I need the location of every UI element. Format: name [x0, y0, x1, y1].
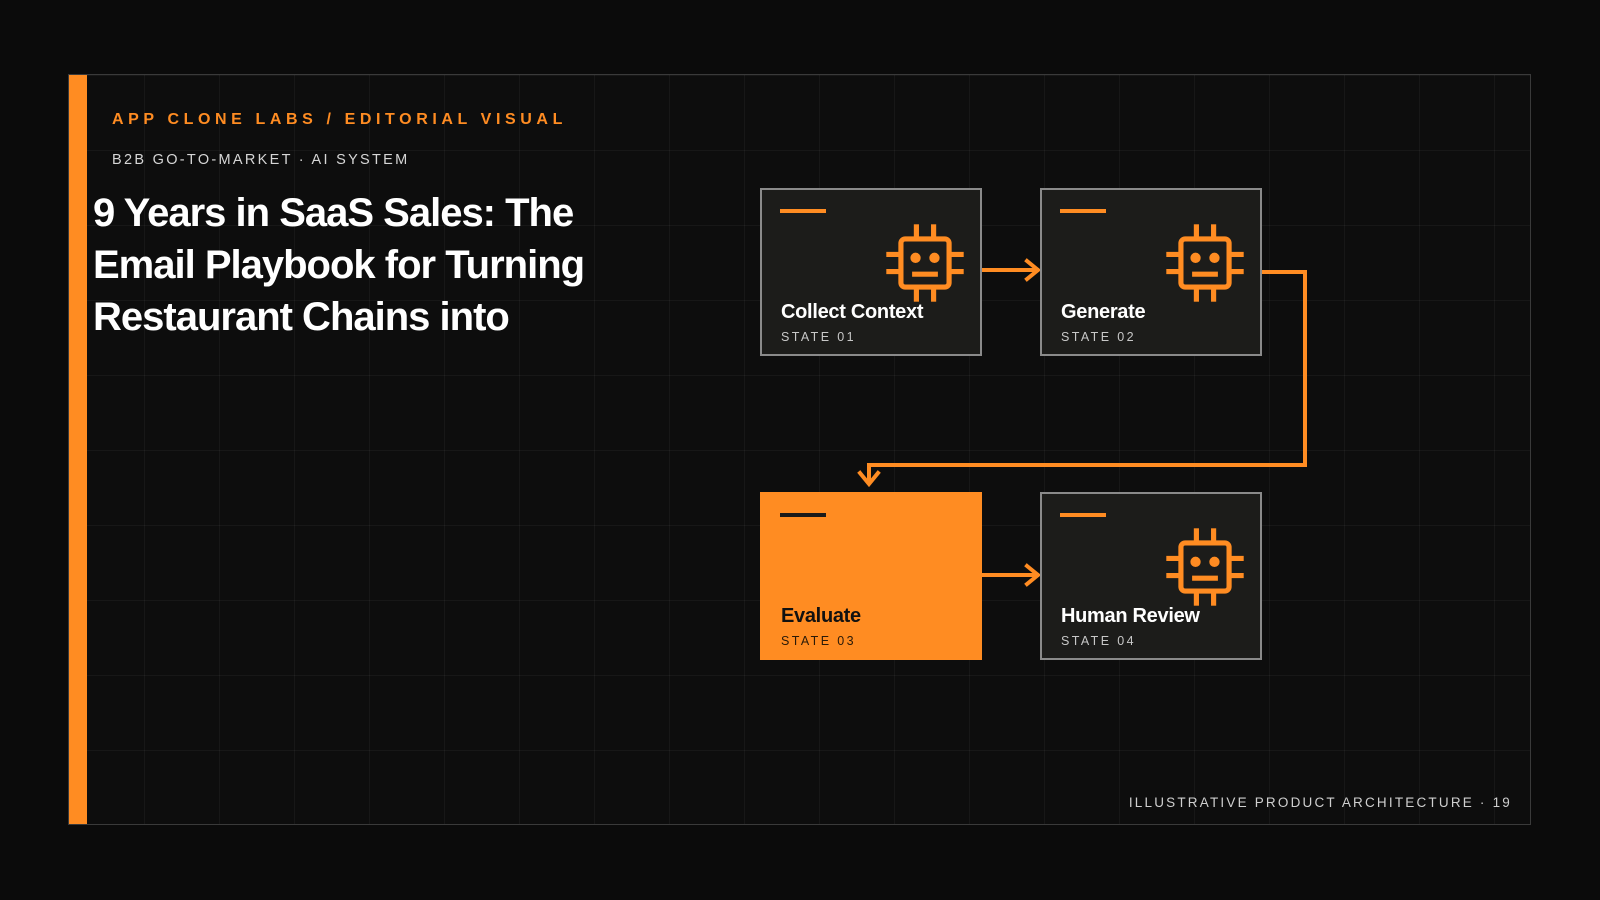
node-generate[interactable]: Generate STATE 02: [1040, 188, 1262, 356]
node-accent-dash: [1060, 209, 1106, 213]
node-accent-dash: [780, 209, 826, 213]
edge-evaluate-to-review: [981, 563, 1042, 587]
node-label: Human Review: [1061, 605, 1200, 627]
node-accent-dash: [780, 513, 826, 517]
robot-chip-icon: [886, 224, 964, 302]
node-label: Generate: [1061, 301, 1146, 323]
node-state: STATE 03: [781, 634, 857, 648]
slide-frame: APP CLONE LABS / EDITORIAL VISUAL B2B GO…: [68, 74, 1531, 825]
robot-chip-icon: [1166, 528, 1244, 606]
subtag-label: B2B GO-TO-MARKET · AI SYSTEM: [112, 152, 410, 168]
node-state: STATE 04: [1061, 634, 1137, 648]
edge-generate-to-evaluate: [857, 270, 1307, 488]
node-state: STATE 02: [1061, 330, 1137, 344]
edge-collect-to-generate: [981, 258, 1042, 282]
node-state: STATE 01: [781, 330, 857, 344]
node-collect-context[interactable]: Collect Context STATE 01: [760, 188, 982, 356]
node-label: Collect Context: [781, 301, 924, 323]
accent-bar: [69, 75, 87, 824]
eyebrow-label: APP CLONE LABS / EDITORIAL VISUAL: [112, 111, 567, 128]
footer-caption: ILLUSTRATIVE PRODUCT ARCHITECTURE · 19: [1128, 795, 1512, 810]
slide-title: 9 Years in SaaS Sales: The Email Playboo…: [93, 191, 585, 339]
node-label: Evaluate: [781, 605, 861, 627]
robot-chip-icon: [1166, 224, 1244, 302]
node-accent-dash: [1060, 513, 1106, 517]
connector-layer: [857, 258, 1307, 587]
node-evaluate[interactable]: Evaluate STATE 03: [760, 492, 982, 660]
node-human-review[interactable]: Human Review STATE 04: [1040, 492, 1262, 660]
